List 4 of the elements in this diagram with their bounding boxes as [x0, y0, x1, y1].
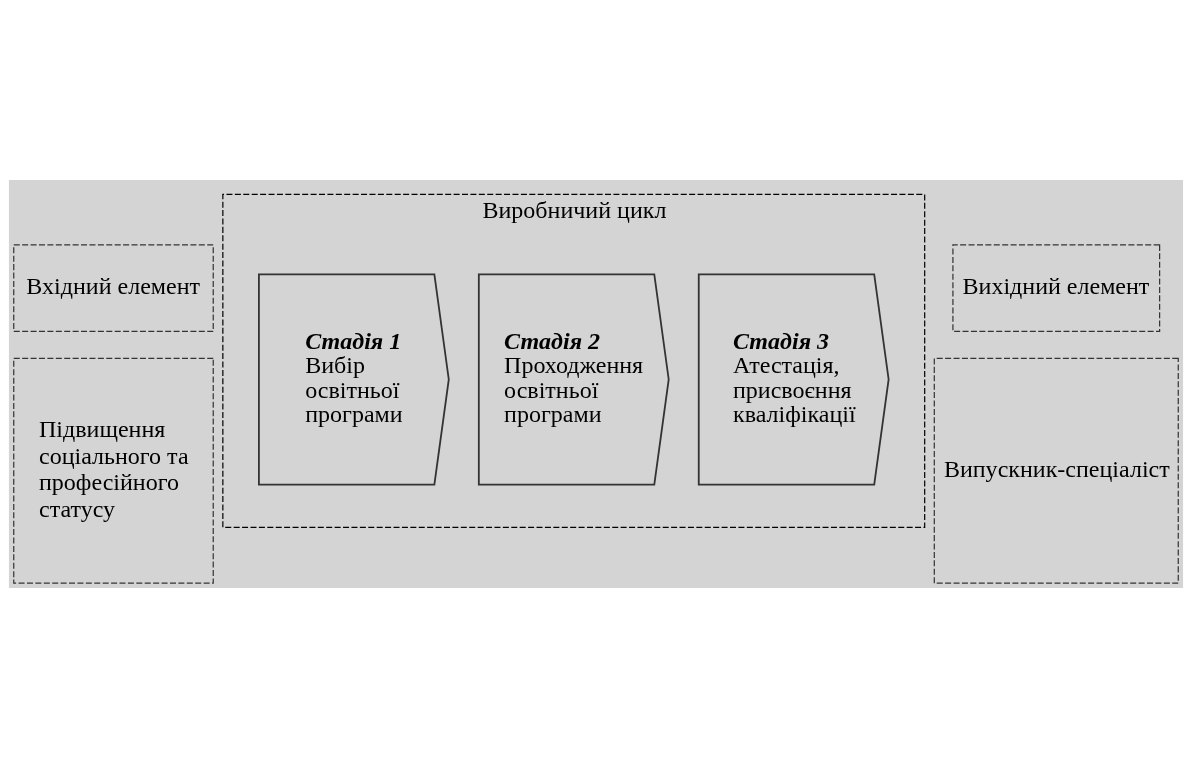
node-box: Вихідний елемент	[952, 243, 1161, 332]
node-box: Вхідний елемент	[13, 243, 214, 332]
node-box: Підвищення соціального та професійного статусу	[13, 357, 214, 584]
node-box: Випускник-спеціаліст	[933, 357, 1179, 584]
